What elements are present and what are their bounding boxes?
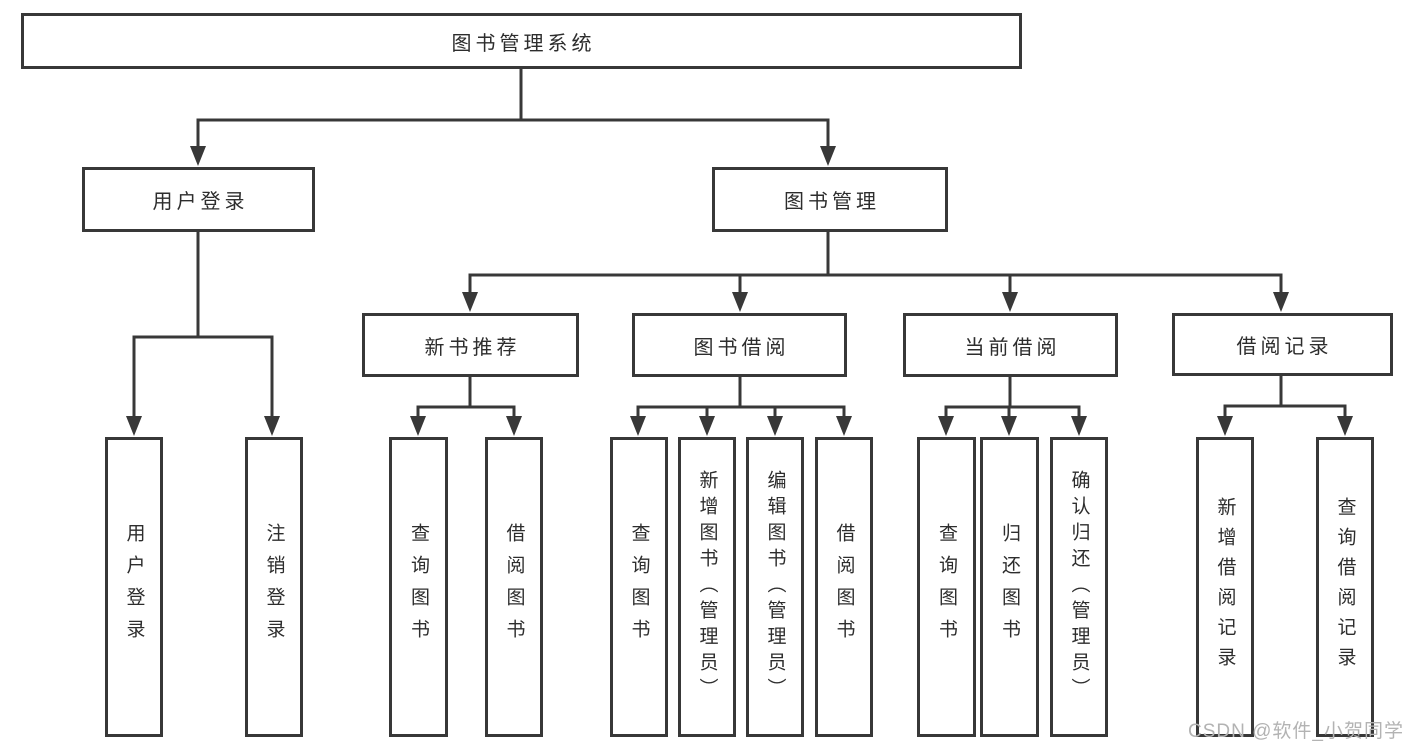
arrow-icon (1071, 416, 1087, 436)
node-book-borrow: 图书借阅 (632, 313, 847, 377)
arrow-icon (732, 292, 748, 312)
arrow-icon (938, 416, 954, 436)
arrow-icon (1273, 292, 1289, 312)
node-book-management: 图书管理 (712, 167, 948, 232)
arrowheads (126, 146, 1353, 436)
node-current-borrow: 当前借阅 (903, 313, 1118, 377)
arrow-icon (1337, 416, 1353, 436)
connector-new-book-recommend (416, 375, 516, 424)
leaf-nbr-borrow-book: 借阅图书 (485, 437, 543, 737)
leaf-bb-query-book: 查询图书 (610, 437, 668, 737)
leaf-bb-add-book-admin: 新增图书（管理员） (678, 437, 736, 737)
leaf-cb-query-book: 查询图书 (917, 437, 976, 737)
arrow-icon (836, 416, 852, 436)
connector-book-borrow (636, 375, 846, 424)
leaf-br-query-borrow-record: 查询借阅记录 (1316, 437, 1374, 737)
arrow-icon (1002, 292, 1018, 312)
leaf-logout-login: 注销登录 (245, 437, 303, 737)
connector-root (196, 67, 830, 152)
watermark-text: CSDN @软件_小贺同学 (1188, 721, 1404, 742)
arrow-icon (506, 416, 522, 436)
leaf-cb-confirm-return-admin: 确认归还（管理员） (1050, 437, 1108, 737)
arrow-icon (126, 416, 142, 436)
leaf-user-login: 用户登录 (105, 437, 163, 737)
node-borrow-records: 借阅记录 (1172, 313, 1393, 376)
leaf-bb-edit-book-admin: 编辑图书（管理员） (746, 437, 804, 737)
arrow-icon (264, 416, 280, 436)
connector-book-management (468, 230, 1283, 298)
leaf-bb-borrow-book: 借阅图书 (815, 437, 873, 737)
node-user-login: 用户登录 (82, 167, 315, 232)
node-new-book-recommend: 新书推荐 (362, 313, 579, 377)
arrow-icon (462, 292, 478, 312)
arrow-icon (190, 146, 206, 166)
arrow-icon (767, 416, 783, 436)
connector-borrow-records (1223, 374, 1347, 424)
arrow-icon (630, 416, 646, 436)
arrow-icon (1001, 416, 1017, 436)
arrow-icon (820, 146, 836, 166)
leaf-nbr-query-book: 查询图书 (389, 437, 448, 737)
leaf-cb-return-book: 归还图书 (980, 437, 1039, 737)
node-root: 图书管理系统 (21, 13, 1022, 69)
arrow-icon (410, 416, 426, 436)
arrow-icon (699, 416, 715, 436)
leaf-br-add-borrow-record: 新增借阅记录 (1196, 437, 1254, 737)
arrow-icon (1217, 416, 1233, 436)
connector-current-borrow (944, 375, 1081, 424)
connector-user-login (132, 230, 274, 422)
